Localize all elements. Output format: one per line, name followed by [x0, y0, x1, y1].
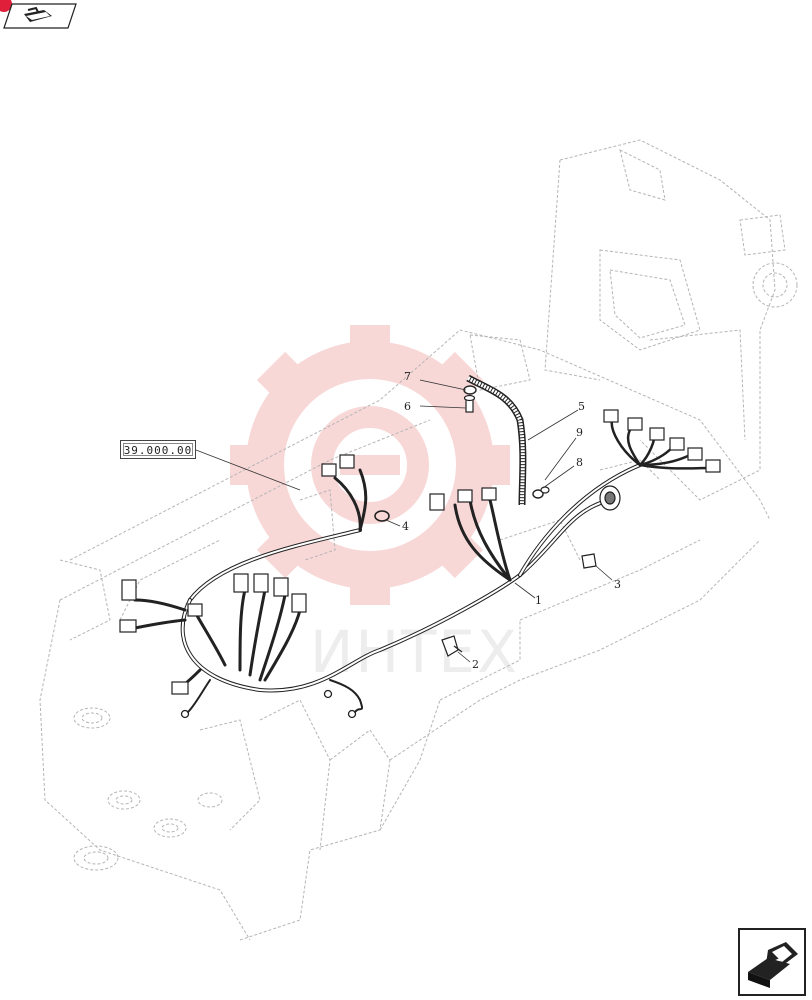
watermark-text: ИНТЕХ	[310, 618, 519, 686]
connector[interactable]	[603, 409, 619, 423]
machine-frame	[39, 139, 798, 941]
callout-6[interactable]: 6	[404, 400, 411, 413]
ring-terminals	[180, 689, 357, 719]
watermark-logo: ИНТЕХ	[230, 325, 519, 686]
callout-2[interactable]: 2	[472, 658, 479, 671]
callout-4[interactable]: 4	[402, 520, 409, 533]
leader-lines	[195, 379, 613, 663]
small-connector[interactable]	[581, 553, 597, 569]
callout-1[interactable]: 1	[535, 594, 542, 607]
folder-arrow-icon	[24, 6, 52, 22]
relay[interactable]	[273, 577, 289, 597]
callout-3[interactable]: 3	[614, 578, 621, 591]
relay[interactable]	[233, 573, 249, 593]
relay[interactable]	[291, 593, 307, 613]
connector[interactable]	[119, 619, 137, 633]
connector[interactable]	[649, 427, 665, 441]
connector[interactable]	[705, 459, 721, 473]
relay[interactable]	[253, 573, 269, 593]
callout-7[interactable]: 7	[404, 370, 411, 383]
next-page-arrow-icon	[748, 942, 798, 988]
connector[interactable]	[627, 417, 643, 431]
connector[interactable]	[687, 447, 703, 461]
connector[interactable]	[429, 493, 445, 511]
red-marker-icon	[0, 0, 12, 12]
callout-8[interactable]: 8	[576, 456, 583, 469]
connectors	[119, 409, 721, 695]
connector[interactable]	[339, 454, 355, 469]
connector[interactable]	[187, 603, 203, 617]
cable-clip[interactable]	[374, 510, 390, 522]
lock-washer[interactable]	[532, 489, 544, 499]
reference-link[interactable]: 39.000.00	[120, 440, 196, 459]
bolt[interactable]	[463, 394, 476, 413]
connector[interactable]	[669, 437, 685, 451]
callout-9[interactable]: 9	[576, 426, 583, 439]
callout-5[interactable]: 5	[578, 400, 585, 413]
connector[interactable]	[457, 489, 473, 503]
connector[interactable]	[481, 487, 497, 501]
connector[interactable]	[121, 579, 137, 601]
connector[interactable]	[171, 681, 189, 695]
callout-labels: 1 2 3 4 5 6 7 8 9	[402, 370, 621, 671]
sensor-connector[interactable]	[441, 635, 463, 657]
connector[interactable]	[321, 463, 337, 477]
next-page-button[interactable]	[738, 928, 806, 996]
washer[interactable]	[463, 385, 477, 395]
ground-strap[interactable]	[466, 374, 527, 506]
nut[interactable]	[540, 486, 550, 494]
back-to-index-button[interactable]	[0, 0, 80, 30]
